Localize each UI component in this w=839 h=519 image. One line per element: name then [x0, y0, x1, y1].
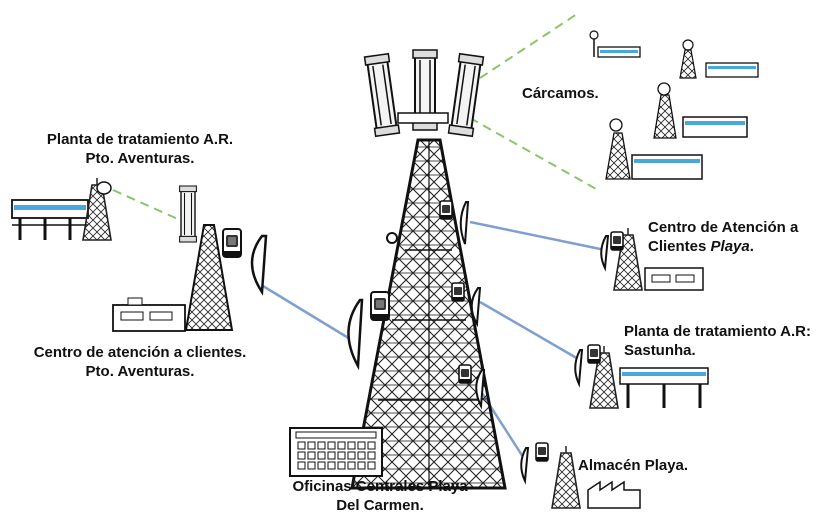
building-window	[347, 461, 356, 470]
sastunha-site-icon	[574, 344, 709, 409]
centro-playa-site-icon	[600, 227, 704, 291]
building-window	[307, 451, 316, 460]
wireless-link-planta-aventuras	[112, 189, 181, 221]
building-window	[307, 441, 316, 450]
building-window	[307, 461, 316, 470]
planta-aventuras-treatment-plant-icon	[11, 177, 112, 241]
aventuras-tower-icon	[178, 185, 268, 331]
building-window	[337, 451, 346, 460]
building-window	[337, 441, 346, 450]
microwave-link-centro-playa	[469, 220, 606, 252]
building-window	[327, 461, 336, 470]
building-window	[347, 451, 356, 460]
building-window	[337, 461, 346, 470]
centro-aventuras-building-icon	[112, 297, 186, 332]
label-planta-aventuras: Planta de tratamiento A.R. Pto. Aventura…	[46, 131, 234, 167]
building-window	[317, 451, 326, 460]
building-window	[327, 441, 336, 450]
label-oficinas: Oficinas Centrales Playa Del Carmen.	[292, 478, 468, 514]
microwave-link-aventuras	[257, 281, 361, 347]
building-window	[317, 441, 326, 450]
oficinas-building-icon	[289, 427, 383, 477]
building-window	[347, 441, 356, 450]
main-lattice-tower-icon	[350, 138, 507, 490]
label-centro-playa: Centro de Atención a Clientes Playa.	[648, 219, 799, 255]
main-tower-dish-aventuras-icon	[347, 291, 390, 371]
wireless-link-carcamos-bottom	[469, 117, 599, 191]
almacen-site-icon	[520, 442, 641, 509]
building-window	[297, 461, 306, 470]
label-carcamos: Cárcamos.	[522, 85, 599, 102]
building-window	[357, 461, 366, 470]
carcamos-cluster-icon	[589, 30, 759, 180]
building-window	[357, 441, 366, 450]
wireless-link-carcamos-top	[479, 11, 581, 79]
building-window	[367, 441, 376, 450]
building-window	[317, 461, 326, 470]
building-window	[297, 451, 306, 460]
building-window	[297, 441, 306, 450]
main-tower-dish-centro-playa-icon	[439, 200, 470, 245]
building-window	[367, 451, 376, 460]
building-window	[357, 451, 366, 460]
label-almacen: Almacén Playa.	[578, 457, 689, 474]
main-tower-dish-almacen-icon	[458, 364, 486, 410]
label-planta-sastunha: Planta de tratamiento A.R: Sastunha.	[624, 323, 811, 359]
microwave-link-sastunha	[479, 300, 581, 362]
main-tower-dish-sastunha-icon	[451, 282, 482, 328]
sector-antennas-cluster-icon	[363, 49, 485, 138]
building-window	[327, 451, 336, 460]
label-centro-aventuras: Centro de atención a clientes. Pto. Aven…	[33, 344, 247, 380]
building-window	[367, 461, 376, 470]
